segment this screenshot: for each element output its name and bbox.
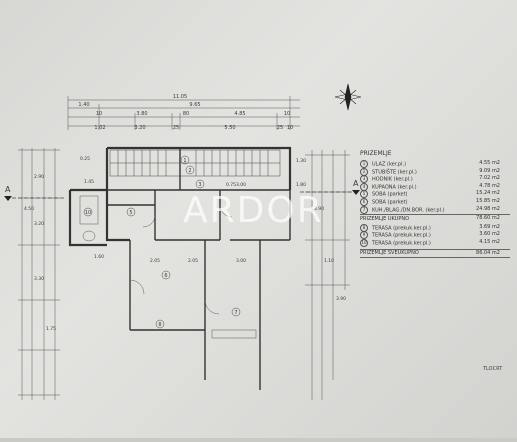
svg-text:3.30: 3.30 [34, 276, 44, 282]
section-arrow-right-icon [352, 190, 360, 195]
svg-text:1.45: 1.45 [84, 179, 94, 185]
misc-dimension-labels: 0.25 1.45 0.75 3.00 1.30 1.80 2.90 3.20 … [24, 156, 346, 332]
svg-text:2.90: 2.90 [34, 174, 44, 180]
svg-text:3.00: 3.00 [236, 182, 246, 188]
dim-row4-b: 3.20 [134, 125, 145, 131]
svg-text:7: 7 [234, 310, 237, 316]
svg-text:1.80: 1.80 [296, 182, 306, 188]
svg-text:0.75: 0.75 [226, 182, 236, 188]
right-dimension-lines [305, 150, 350, 400]
dim-row4-e: 25 [277, 125, 283, 131]
svg-text:6: 6 [164, 273, 167, 279]
svg-text:5: 5 [129, 210, 132, 216]
svg-text:8: 8 [158, 322, 161, 328]
dim-row3-e: 10 [284, 111, 290, 117]
dim-row2-a: 1.40 [78, 102, 89, 108]
dim-row4-c: 25 [173, 125, 179, 131]
north-arrow-icon [334, 83, 362, 111]
exterior-walls [68, 146, 292, 247]
left-dimension-lines [18, 148, 60, 400]
dim-row3-a: 10 [96, 111, 102, 117]
svg-text:10: 10 [85, 210, 91, 216]
section-arrow-left-icon [4, 196, 12, 201]
staircase [109, 149, 281, 177]
svg-text:1.75: 1.75 [46, 326, 56, 332]
svg-text:3.90: 3.90 [336, 296, 346, 302]
svg-text:3.00: 3.00 [236, 258, 246, 264]
dim-total: 11.05 [173, 94, 187, 100]
svg-text:3: 3 [198, 182, 201, 188]
svg-text:1.10: 1.10 [324, 258, 334, 264]
svg-text:0.25: 0.25 [80, 156, 90, 162]
dim-row4-f: 10 [287, 125, 293, 131]
title-block: TLOCRT [483, 366, 513, 426]
svg-text:1: 1 [183, 158, 186, 164]
dim-row3-d: 4.85 [234, 111, 245, 117]
title-block-label: TLOCRT [483, 366, 503, 372]
schedule-title: PRIZEMLJE [360, 150, 392, 157]
dim-row3-b: 3.80 [136, 111, 147, 117]
svg-text:1.60: 1.60 [94, 254, 104, 260]
door-swings [129, 204, 233, 315]
dim-row3-c: 80 [183, 111, 189, 117]
section-mark-right: A [353, 179, 359, 188]
svg-text:1.30: 1.30 [296, 158, 306, 164]
dim-row4-d: 5.50 [224, 125, 235, 131]
svg-text:3.90: 3.90 [314, 206, 324, 212]
svg-text:4.50: 4.50 [24, 206, 34, 212]
svg-text:2: 2 [188, 168, 191, 174]
dim-row2-b: 9.65 [189, 102, 200, 108]
svg-text:3.20: 3.20 [34, 221, 44, 227]
svg-text:2.05: 2.05 [150, 258, 160, 264]
watermark-logo: ARDOR [183, 190, 324, 231]
section-mark-left: A [5, 185, 11, 194]
svg-text:2.05: 2.05 [188, 258, 198, 264]
top-dimension-lines [67, 96, 300, 130]
bathroom-fixtures [79, 195, 99, 242]
room-number-markers: 1 2 3 5 10 6 7 8 [83, 155, 241, 329]
dim-row4-a: 1.02 [94, 125, 105, 131]
kitchen-counter [211, 329, 257, 339]
